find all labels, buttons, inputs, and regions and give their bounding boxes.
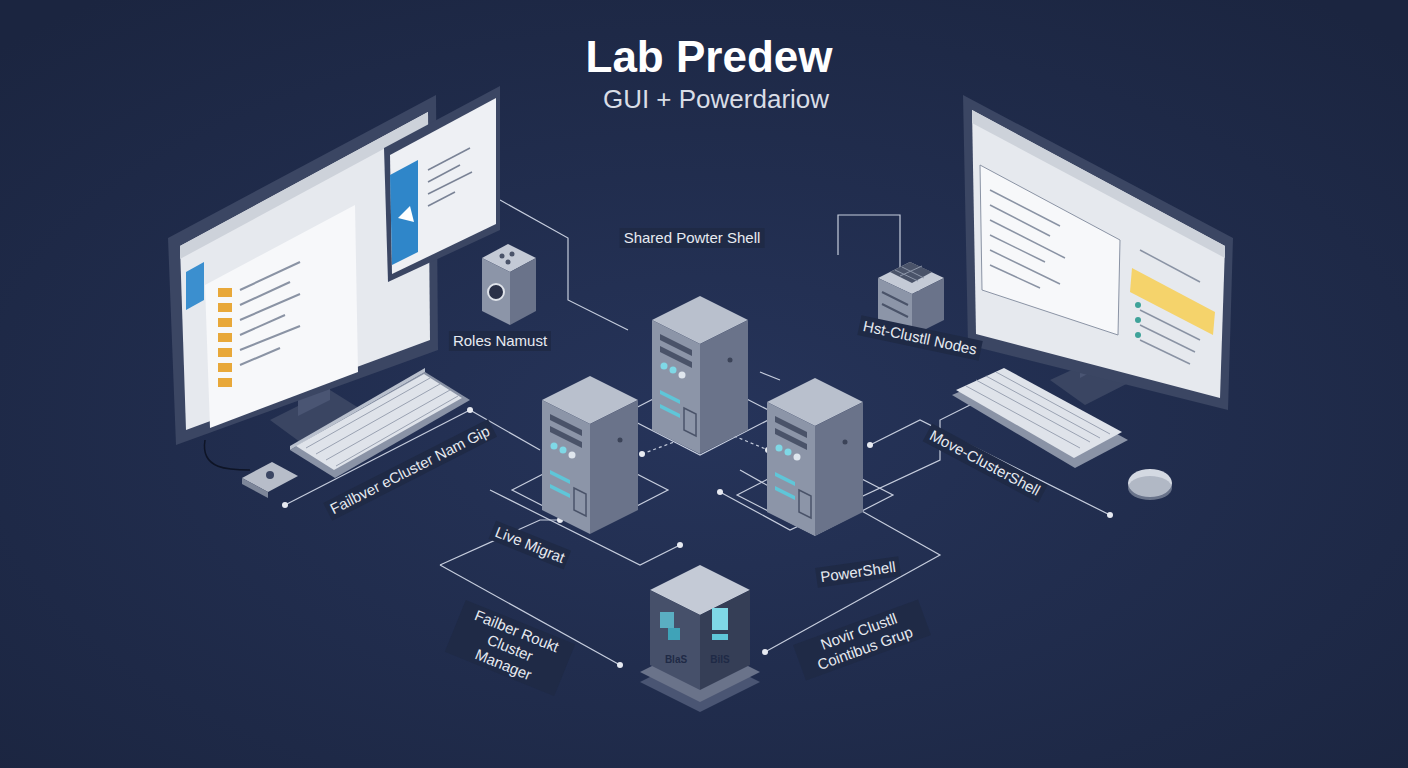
right-keyboard (952, 368, 1172, 500)
storage-label: Shared Powter Shell (620, 228, 765, 248)
storage-tag: BilS (706, 653, 733, 667)
storage-tag: BlaS (661, 653, 691, 667)
role-label: Roles Namust (449, 331, 551, 351)
role-box (482, 244, 536, 325)
right-monitor (963, 95, 1233, 410)
cluster-servers (542, 296, 863, 536)
shared-storage (640, 565, 760, 712)
left-keyboard (204, 368, 470, 498)
title: Lab Predew (586, 32, 833, 82)
subtitle: GUI + Powerdariow (599, 83, 833, 116)
